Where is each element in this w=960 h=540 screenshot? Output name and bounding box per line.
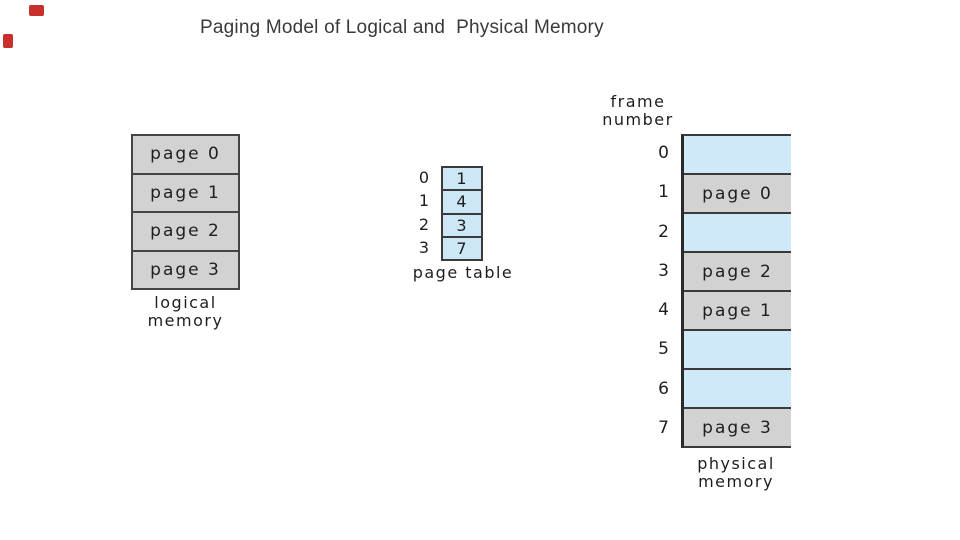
red-deck-marker-icon	[29, 5, 44, 16]
physical-memory-frame	[684, 212, 791, 251]
page-table-index: 1	[418, 191, 430, 211]
frame-number: 0	[658, 143, 670, 163]
physical-memory-frame: page 3	[684, 407, 791, 446]
logical-memory-cell: page 3	[133, 249, 238, 288]
physical-memory-label-line: physical	[697, 454, 775, 473]
physical-memory-frame	[684, 136, 791, 173]
page-table-index: 3	[418, 238, 430, 258]
logical-memory-cell: page 1	[133, 172, 238, 211]
logical-memory-cell: page 2	[133, 211, 238, 250]
physical-memory-frame: page 2	[684, 251, 791, 290]
slide-title: Paging Model of Logical and Physical Mem…	[200, 17, 604, 38]
frame-number: 4	[658, 300, 670, 320]
page-table-entry: 3	[443, 212, 481, 236]
frame-number: 7	[658, 417, 670, 438]
physical-memory-label-line: memory	[698, 471, 774, 491]
physical-memory-table: page 0 page 2 page 1 page 3	[681, 134, 791, 448]
frame-number: 6	[658, 378, 670, 399]
frame-number: 3	[658, 260, 670, 281]
frame-numbers: 0 1 2 3 4 5 6 7	[632, 134, 670, 448]
physical-memory-frame	[684, 368, 791, 407]
logical-memory-cell: page 0	[133, 136, 238, 173]
page-table-entry: 1	[443, 168, 481, 190]
page-table-index: 0	[418, 168, 430, 187]
page-table-entry: 7	[443, 235, 481, 259]
logical-memory-table: page 0 page 1 page 2 page 3	[131, 134, 240, 290]
physical-memory-frame: page 0	[684, 173, 791, 212]
frame-number-header: frame number	[592, 93, 684, 128]
frame-number-header-line: frame	[610, 92, 666, 111]
physical-memory-label: physical memory	[681, 455, 791, 490]
page-table-entry: 4	[443, 189, 481, 213]
physical-memory-frame	[684, 329, 791, 368]
page-table: 1 4 3 7	[441, 166, 483, 261]
logical-memory-label-line: memory	[147, 310, 224, 330]
frame-number: 1	[658, 182, 670, 203]
frame-number-header-line: number	[602, 109, 674, 129]
physical-memory-frame: page 1	[684, 290, 791, 329]
page-table-label: page table	[412, 263, 514, 282]
logical-memory-label-line: logical	[154, 293, 217, 312]
red-deck-marker-icon	[3, 34, 13, 48]
frame-number: 5	[658, 339, 670, 360]
frame-number: 2	[658, 221, 670, 242]
page-table-index: 2	[418, 214, 430, 234]
page-table-indices: 0 1 2 3	[400, 166, 430, 260]
logical-memory-label: logical memory	[131, 294, 240, 329]
